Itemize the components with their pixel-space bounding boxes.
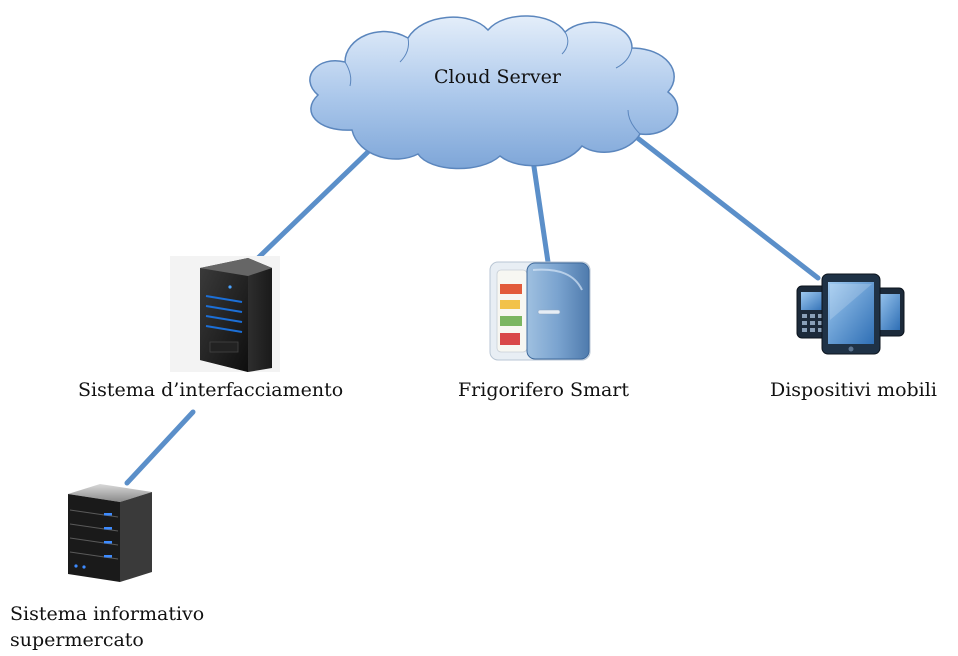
- interface-system-label: Sistema d’interfacciamento: [78, 379, 344, 401]
- mobile-devices-icon: [796, 273, 905, 355]
- smart-fridge-label: Frigorifero Smart: [458, 379, 630, 401]
- mobile-devices-label: Dispositivi mobili: [770, 379, 937, 401]
- connector-cloud-interface: [255, 145, 375, 261]
- server-rack-icon: [68, 484, 152, 582]
- connector-cloud-mobile: [619, 123, 821, 281]
- supermarket-system-label-line1: Sistema informativo: [10, 603, 205, 625]
- connectors: [124, 123, 821, 486]
- cloud-server-label: Cloud Server: [434, 66, 561, 88]
- fridge-icon: [489, 261, 591, 361]
- cloud-icon: [309, 15, 679, 170]
- server-tower-icon: [170, 256, 280, 372]
- supermarket-system-label-line2: supermercato: [10, 629, 144, 651]
- connector-cloud-fridge: [530, 157, 551, 265]
- connector-interface-supermarket: [124, 409, 196, 486]
